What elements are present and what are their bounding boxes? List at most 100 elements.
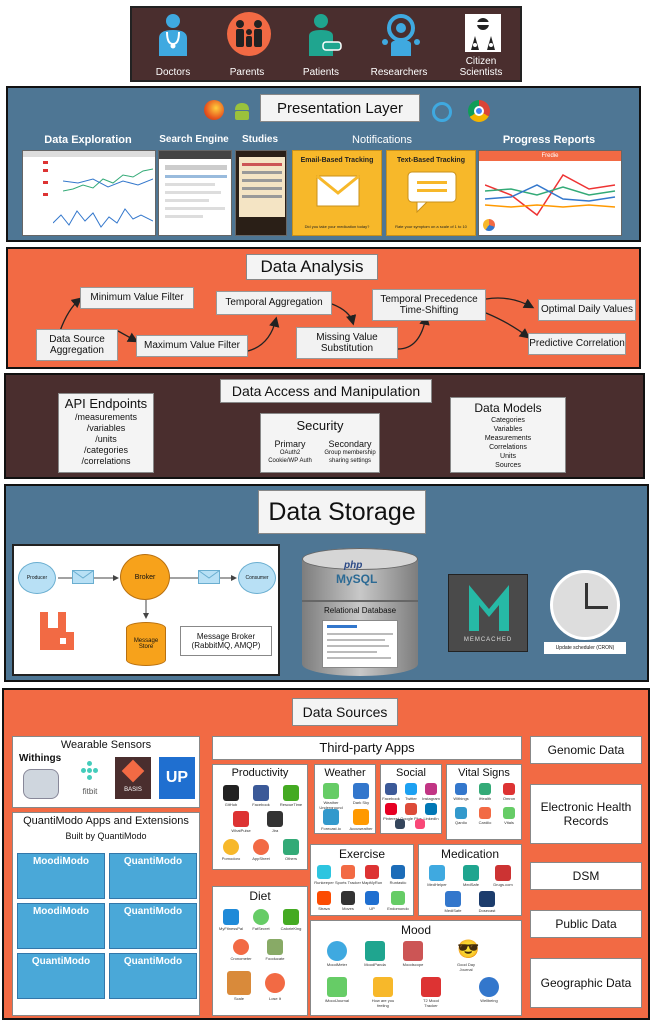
security-secondary-title: Secondary	[328, 439, 372, 449]
data-sources-title: Data Sources	[292, 698, 398, 726]
envelope-icon	[316, 175, 360, 207]
message-broker-label: Message Broker (RabbitMQ, AMQP)	[180, 626, 272, 656]
data-exploration-screenshot	[22, 150, 156, 236]
weather-card: Weather Weather Underground Dark Sky For…	[314, 764, 376, 834]
user-doctors: Doctors	[136, 10, 210, 80]
exercise-card: Exercise Runkeeper Sports Tracker MapMyR…	[310, 844, 414, 916]
qm-app-thumbnail: QuantiModo	[109, 953, 197, 999]
withings-logo: Withings	[19, 753, 62, 764]
user-patients: Patients	[284, 10, 358, 80]
step-maximum-value-filter: Maximum Value Filter	[136, 335, 248, 357]
studies-label: Studies	[241, 134, 279, 145]
step-optimal-daily-values: Optimal Daily Values	[538, 299, 636, 321]
consumer-node: Consumer	[238, 562, 276, 594]
quantimodo-apps-title: QuantiModo Apps and Extensions	[23, 815, 189, 827]
search-engine-screenshot	[158, 150, 232, 236]
cron-label: Update scheduler (CRON)	[544, 642, 626, 654]
message-store-node: Message Store	[126, 622, 166, 666]
memcached-m-icon	[469, 585, 509, 631]
text-tracking-label: Text-Based Tracking	[397, 157, 465, 164]
mysql-logo: MySQL	[336, 572, 378, 586]
user-types-bar: Doctors Parents Patients Researchers	[130, 6, 522, 82]
data-models-box: Data Models Categories Variables Measure…	[450, 397, 566, 473]
text-tracking-card: Text-Based Tracking Rate your symptom on…	[386, 150, 476, 236]
data-analysis-panel: Data Analysis Data Source Aggregation Mi…	[6, 247, 641, 369]
basis-logo: BASIS	[115, 757, 151, 799]
firefox-icon	[204, 100, 224, 120]
doctor-icon	[159, 14, 187, 56]
api-endpoints-box: API Endpoints /measurements /variables /…	[58, 393, 154, 473]
qm-app-thumbnail: QuantiModo	[109, 853, 197, 899]
step-data-source-aggregation: Data Source Aggregation	[36, 329, 118, 361]
user-label: Parents	[229, 67, 265, 78]
social-card: Social Facebook Twitter Instagram Pinter…	[380, 764, 442, 834]
diet-title: Diet	[249, 889, 271, 903]
vital-signs-title: Vital Signs	[458, 767, 510, 779]
public-data-box: Public Data	[530, 910, 642, 938]
database-schema-thumbnail	[322, 620, 398, 668]
user-citizen-scientists: Citizen Scientists	[444, 10, 518, 80]
diet-card: Diet MyFitnessPal FatSecret CalorieKing …	[212, 886, 308, 1016]
wearable-sensors-card: Wearable Sensors Withings fitbit BASIS U…	[12, 736, 200, 808]
quantimodo-apps-subtitle: Built by QuantiModo	[65, 831, 147, 841]
data-analysis-title: Data Analysis	[246, 254, 378, 280]
quantimodo-apps-card: QuantiModo Apps and Extensions Built by …	[12, 812, 200, 1016]
user-researchers: Researchers	[362, 10, 436, 80]
relational-database-label: Relational Database	[323, 606, 397, 615]
data-exploration-label: Data Exploration	[44, 134, 132, 146]
progress-reports-label: Progress Reports	[502, 134, 596, 146]
step-missing-value-substitution: Missing Value Substitution	[296, 327, 398, 359]
mood-card: Mood MoodMeter MoodPanda Moodscope 😎Good…	[310, 920, 522, 1016]
security-secondary-item: Group membership	[324, 450, 376, 456]
data-access-title: Data Access and Manipulation	[220, 379, 432, 403]
wearable-sensors-title: Wearable Sensors	[60, 739, 152, 751]
basis-label: BASIS	[124, 787, 142, 793]
presentation-layer-panel: Presentation Layer Data Exploration Sear…	[6, 86, 641, 242]
notifications-label: Notifications	[352, 134, 412, 146]
api-endpoints-title: API Endpoints	[64, 396, 148, 411]
user-label: Researchers	[370, 67, 428, 78]
message-envelope-icon	[198, 570, 220, 584]
electronic-health-records-box: Electronic Health Records	[530, 784, 642, 844]
step-predictive-correlation: Predictive Correlation	[528, 333, 626, 355]
presentation-title: Presentation Layer	[260, 94, 420, 122]
memcached-logo: MEMCACHED	[448, 574, 528, 652]
email-tracking-label: Email-Based Tracking	[300, 157, 374, 164]
qm-app-thumbnail: MoodiModo	[17, 853, 105, 899]
memcached-label: MEMCACHED	[463, 637, 513, 643]
message-envelope-icon	[72, 570, 94, 584]
withings-device-icon	[23, 769, 59, 799]
step-minimum-value-filter: Minimum Value Filter	[80, 287, 194, 309]
user-label: Patients	[302, 67, 340, 78]
data-sources-panel: Data Sources Wearable Sensors Withings f…	[2, 688, 650, 1020]
analysis-flow-arrows	[59, 297, 535, 352]
productivity-card: Productivity GitHub Facebook RescueTime …	[212, 764, 308, 870]
vital-signs-card: Vital Signs Withings iHealth Omron Qardi…	[446, 764, 522, 840]
mood-title: Mood	[400, 923, 432, 937]
relational-database: php MySQL Relational Database	[302, 548, 418, 676]
user-parents: Parents	[210, 10, 284, 80]
security-primary-title: Primary	[274, 439, 306, 449]
security-title: Security	[296, 418, 344, 433]
chrome-icon	[468, 100, 490, 122]
api-endpoint-item: /units	[95, 434, 117, 444]
social-title: Social	[396, 767, 426, 779]
security-primary-item: Cookie/WP Auth	[268, 458, 312, 464]
chat-bubble-icon	[407, 171, 457, 213]
broker-node: Broker	[120, 554, 170, 600]
medication-title: Medication	[440, 847, 500, 861]
studies-screenshot	[235, 150, 287, 236]
researcher-icon	[382, 14, 420, 56]
up-logo: UP	[159, 757, 195, 799]
good-day-emoji-icon: 😎	[457, 939, 480, 959]
data-model-item: Variables	[493, 426, 523, 433]
search-engine-label: Search Engine	[159, 134, 229, 145]
report-header: Fredie	[479, 151, 621, 161]
text-caption: Rate your symptom on a scale of 1 to 10	[395, 224, 467, 229]
api-endpoint-item: /variables	[86, 423, 126, 433]
api-endpoint-item: /correlations	[81, 456, 131, 466]
patient-icon	[309, 14, 342, 56]
email-caption: Did you take your medication today?	[304, 224, 370, 229]
producer-node: Producer	[18, 562, 56, 594]
data-model-item: Measurements	[484, 435, 532, 442]
